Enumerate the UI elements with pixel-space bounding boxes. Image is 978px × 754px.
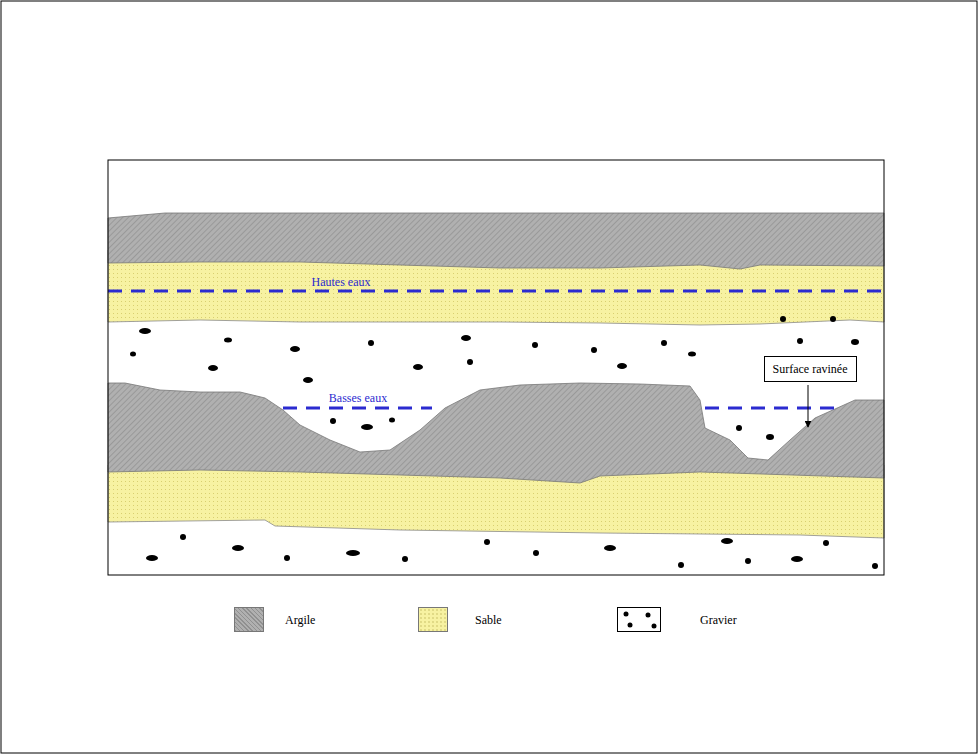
gravel-sample [618,608,660,631]
legend-swatch [418,607,448,632]
low-water-line [283,407,432,410]
section-frame [108,160,884,575]
callout-box: Surface ravinée [764,356,857,382]
legend-text: Sable [475,613,502,627]
high-water-line [108,290,884,293]
water-level-label: Basses eaux [329,391,387,405]
gravel-dots [130,316,878,569]
leader-arrow [808,385,809,427]
water-level-label: Hautes eaux [312,275,371,289]
callout-text: Surface ravinée [773,362,848,376]
low-water-line [705,407,836,410]
legend-swatch [617,607,661,632]
clay-layer [108,383,884,483]
legend-swatch [234,607,264,632]
legend-text: Gravier [700,613,737,627]
clay-layer [108,213,884,269]
gravel-ground [108,160,884,575]
legend-text: Argile [285,613,315,627]
